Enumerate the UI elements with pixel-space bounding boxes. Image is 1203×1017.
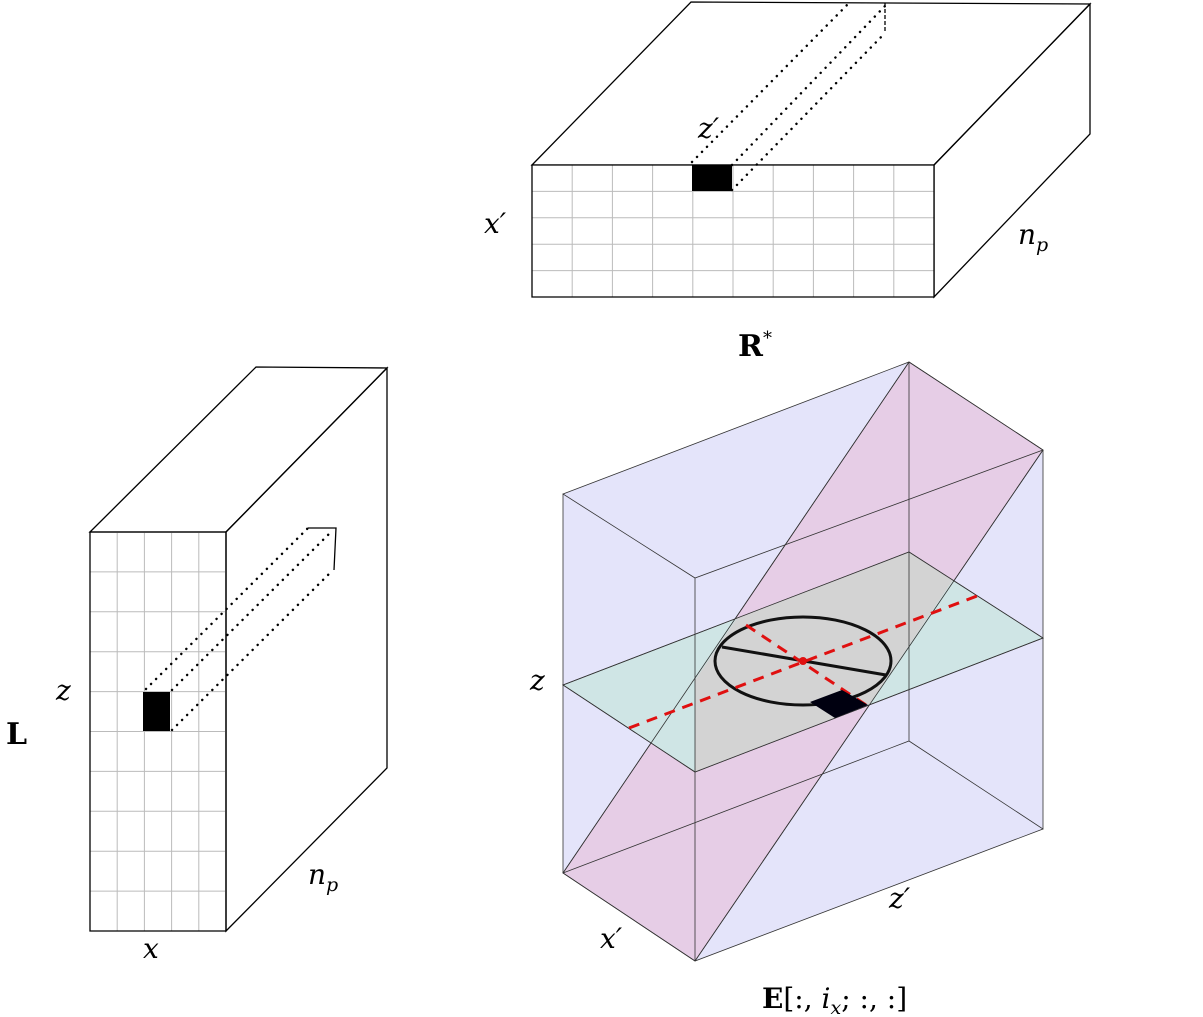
box-outline — [531, 164, 935, 298]
label-e-slice: E[:, ix; :, :] — [762, 982, 907, 1017]
label-x: x — [143, 932, 159, 965]
label-z-prime: z′ — [888, 882, 911, 915]
highlight-cell — [692, 165, 732, 191]
label-x-prime: x′ — [600, 922, 623, 955]
tensor-r-star: z′ x′ np R* — [484, 1, 1092, 364]
label-z: z — [55, 674, 71, 707]
label-np: np — [308, 858, 338, 896]
dotted-fiber — [690, 2, 887, 192]
label-r-star: R* — [738, 328, 772, 364]
label-x-prime: x′ — [484, 207, 507, 240]
front-grid — [90, 532, 226, 931]
label-l: L — [6, 717, 27, 752]
highlight-cell — [810, 690, 868, 718]
dotted-fiber — [144, 526, 335, 732]
right-face — [225, 366, 388, 933]
label-z-prime: z′ — [697, 112, 720, 145]
box-outline — [89, 531, 227, 932]
tensor-e-slice: z x′ z′ E[:, ix; :, :] — [529, 361, 1044, 1017]
highlight-cell — [143, 692, 170, 731]
rotation-ellipse — [713, 615, 893, 707]
label-z: z — [529, 664, 545, 697]
tensor-l: z L x np — [6, 366, 389, 965]
front-grid — [532, 165, 934, 297]
center-point — [799, 657, 807, 665]
top-face — [88, 366, 389, 533]
right-face — [933, 2, 1091, 299]
label-np: np — [1018, 218, 1048, 256]
cube-edges — [562, 361, 1044, 962]
fiber-end — [308, 527, 337, 571]
plane-intersection — [695, 552, 953, 772]
